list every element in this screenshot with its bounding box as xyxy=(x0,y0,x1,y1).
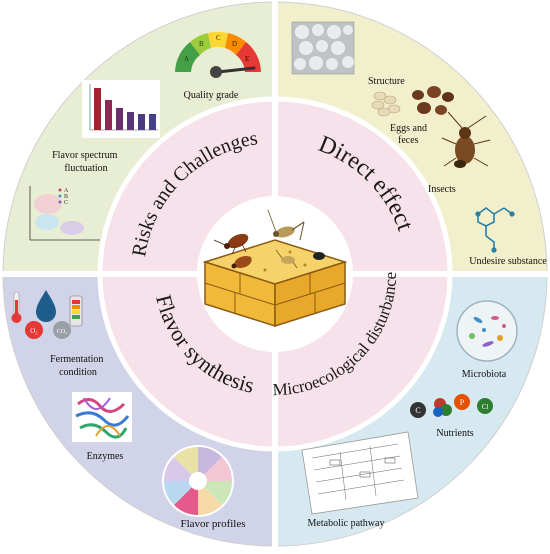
beetle-icon xyxy=(231,255,252,269)
metabolic-pathway-diagram xyxy=(301,431,419,515)
small-cricket-icon xyxy=(275,249,298,269)
eggs-icon xyxy=(371,91,401,117)
label-insects: Insects xyxy=(428,184,456,195)
gauge-hub xyxy=(210,66,222,78)
quality-gauge: A B C D E xyxy=(175,31,261,78)
label-quality-grade: Quality grade xyxy=(184,90,239,101)
gauge-letter-c: C xyxy=(216,34,221,42)
label-flavor-profiles: Flavor profiles xyxy=(180,518,245,530)
thermometer-icon xyxy=(11,291,22,323)
weevil-icon xyxy=(441,111,491,168)
label-flavor-spectrum-line2: fluctuation xyxy=(64,163,107,174)
scatter-legend-c: C xyxy=(64,200,68,206)
gauge-letter-a: A xyxy=(184,55,189,63)
label-flavor-spectrum-line1: Flavor spectrum xyxy=(52,150,117,161)
bar-chart-thumbnail xyxy=(82,80,160,138)
label-eggs-feces: Eggs and feces xyxy=(390,123,429,146)
black-bug-icon xyxy=(313,252,325,260)
label-eggs-feces-line2: feces xyxy=(398,135,419,146)
center-cake-illustration xyxy=(202,209,348,328)
co2-label: CO₂ xyxy=(57,329,67,335)
gauge-needle xyxy=(216,66,256,74)
o2-icon: O₂ xyxy=(25,321,43,339)
ph-meter-icon xyxy=(69,295,83,327)
cricket-icon xyxy=(267,209,305,241)
nutrient-badge-p: P xyxy=(460,398,465,407)
label-eggs-feces-line1: Eggs and xyxy=(390,123,427,134)
label-metabolic-pathway: Metabolic pathway xyxy=(308,518,385,529)
label-nutrients: Nutrients xyxy=(436,428,473,439)
label-fermentation-condition: Fermentation condition xyxy=(50,354,106,378)
label-flavor-spectrum: Flavor spectrum fluctuation xyxy=(52,150,120,174)
structure-micrograph xyxy=(291,21,355,75)
label-microbiota: Microbiota xyxy=(462,369,507,380)
water-drop-icon xyxy=(36,290,56,322)
enzyme-structure-icon xyxy=(72,392,132,442)
feces-icon xyxy=(412,86,454,115)
label-enzymes: Enzymes xyxy=(87,451,124,462)
label-fermentation-line2: condition xyxy=(59,367,97,378)
nutrient-badges: C P Cl xyxy=(410,394,493,418)
nutrient-badge-c: C xyxy=(415,406,420,415)
gauge-letter-e: E xyxy=(245,55,249,63)
scatter-plot-thumbnail: A B C xyxy=(29,186,100,241)
o2-label: O₂ xyxy=(30,327,38,335)
scatter-legend-a: A xyxy=(64,188,69,194)
label-structure: Structure xyxy=(368,76,405,87)
co2-icon: CO₂ xyxy=(53,321,71,339)
gauge-letter-b: B xyxy=(199,40,204,48)
ring-divider xyxy=(97,96,453,452)
flavor-wheel-icon xyxy=(162,445,234,517)
gauge-letter-d: D xyxy=(232,40,237,48)
microbiota-petri-icon xyxy=(456,300,518,362)
molecule-icon xyxy=(475,207,515,253)
label-undesire-substance: Undesire substance xyxy=(469,256,547,267)
scatter-legend-b: B xyxy=(64,194,68,200)
cockroach-icon xyxy=(213,233,249,255)
nutrient-badge-cl: Cl xyxy=(482,403,489,411)
label-fermentation-line1: Fermentation xyxy=(50,354,103,365)
